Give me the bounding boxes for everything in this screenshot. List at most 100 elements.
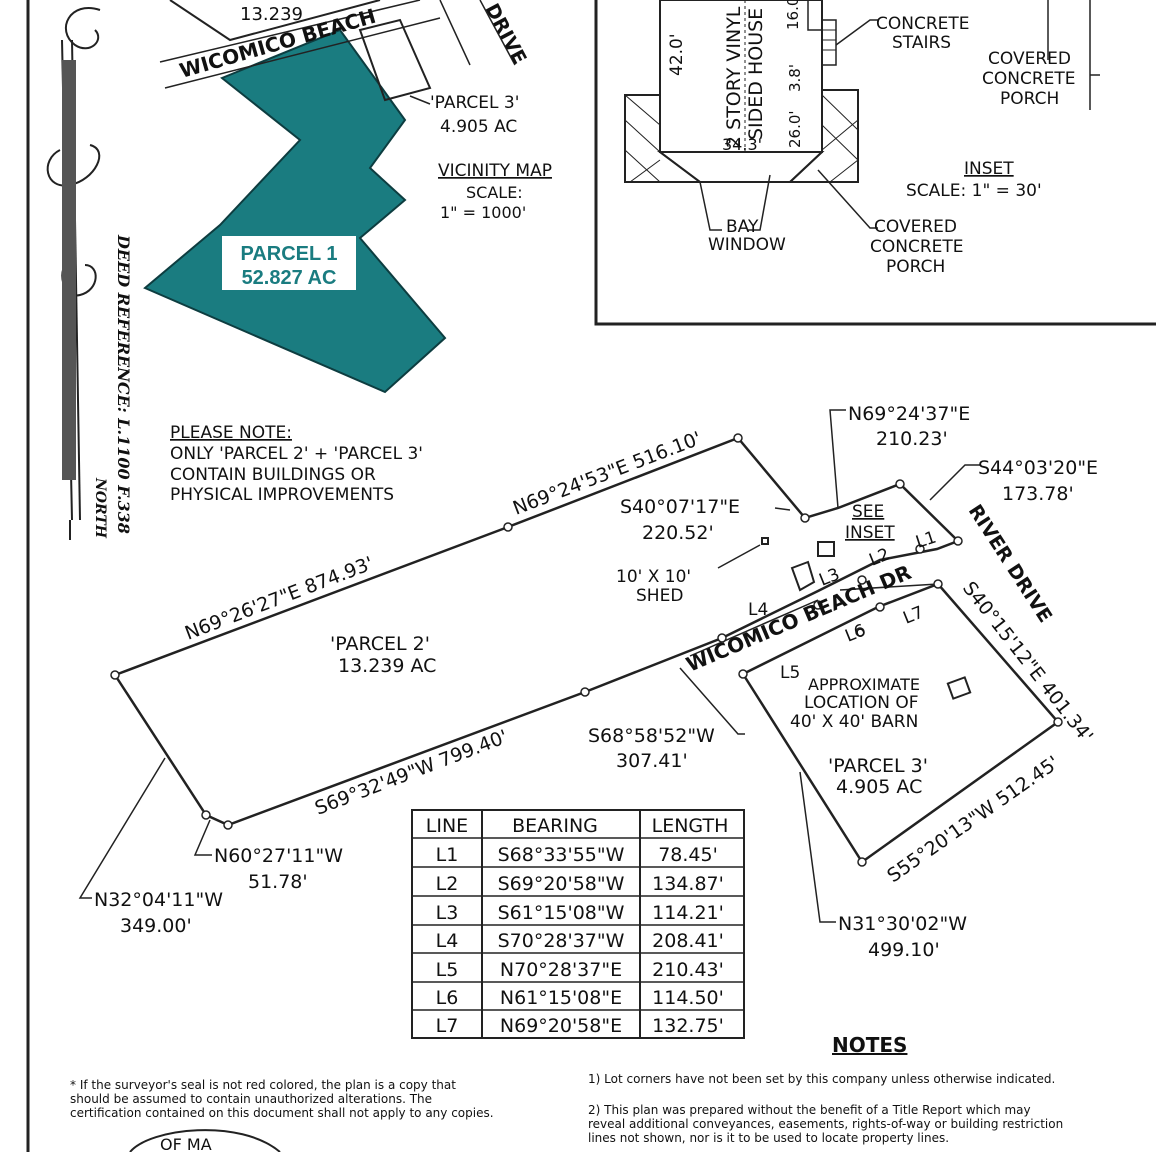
bearing-s400717: S40°07'17"E: [620, 496, 740, 518]
please-note-title: PLEASE NOTE:: [170, 423, 292, 443]
table-row-3-bearing: S61°15'08"W: [498, 902, 625, 924]
barn-label-3: 40' X 40' BARN: [790, 712, 918, 732]
notes-item-1: 1) Lot corners have not been set by this…: [588, 1072, 1055, 1086]
bottom-porch-3: PORCH: [886, 257, 945, 277]
bottom-porch-2: CONCRETE: [870, 237, 964, 257]
notes-section: NOTES 1) Lot corners have not been set b…: [588, 1033, 1063, 1145]
table-row-5-line: L5: [436, 959, 459, 981]
line-table: LINE BEARING LENGTH L1 S68°33'55"W 78.45…: [411, 809, 745, 1039]
inset-border: [594, 0, 1156, 326]
parcel1-label-box: [222, 236, 356, 290]
house-label-line2: SIDED HOUSE: [745, 8, 767, 140]
river-drive-label-vicinity: DRIVE: [481, 0, 531, 68]
dist-30741: 307.41': [616, 750, 688, 772]
structures: [761, 537, 972, 700]
bearing-s693249: S69°32'49"W 799.40': [312, 726, 511, 820]
dist-22052: 220.52': [642, 522, 714, 544]
seal-note-line2: should be assumed to contain unauthorize…: [70, 1092, 432, 1106]
deed-reference-text: DEED REFERENCE: L.1100 F.338: [114, 234, 133, 534]
parcel2-partial-area: 13.239: [240, 4, 303, 25]
main-plat: [113, 436, 1060, 864]
please-note-line2: CONTAIN BUILDINGS OR: [170, 465, 376, 485]
dist-5178: 51.78': [248, 871, 308, 893]
stairs-label-2: STAIRS: [892, 33, 951, 53]
wicomico-road-vicinity: [159, 0, 441, 89]
line-label-l3: L3: [816, 564, 842, 590]
table-header-bearing: BEARING: [512, 815, 598, 837]
parcel2-boundary: [113, 436, 961, 827]
bearing-n320411: N32°04'11"W: [94, 889, 223, 911]
bay-window-right: [787, 89, 859, 183]
dist-21023: 210.23': [876, 428, 948, 450]
dim-26: 26.0': [786, 110, 804, 148]
notes-item-2b: reveal additional conveyances, easements…: [588, 1117, 1063, 1131]
line-label-l4: L4: [748, 600, 768, 620]
vicinity-map: 13.239 WICOMICO BEACH DRIVE 'PARCEL 3' 4…: [143, 0, 552, 394]
bottom-porch-1: COVERED: [874, 217, 957, 237]
table-row-2-line: L2: [436, 873, 459, 895]
leader-lines: [78, 409, 980, 923]
house-symbol: [817, 541, 835, 557]
please-note: PLEASE NOTE: ONLY 'PARCEL 2' + 'PARCEL 3…: [170, 423, 423, 505]
table-row-6-bearing: N61°15'08"E: [500, 987, 622, 1009]
table-row-7-line: L7: [436, 1015, 459, 1037]
porch-front: [657, 151, 825, 183]
bay-window-left: [624, 94, 703, 183]
inset-detail: 2 STORY VINYL SIDED HOUSE 42.0' 16.0 3.8…: [594, 0, 1156, 326]
table-row-5-bearing: N70°28'37"E: [500, 959, 622, 981]
seal-note-line3: certification contained on this document…: [70, 1106, 494, 1120]
table-row-6-length: 114.50': [652, 987, 724, 1009]
parcel2-area: 13.239 AC: [338, 655, 436, 677]
parcel3-area-vicinity: 4.905 AC: [440, 117, 517, 137]
bearing-n602711: N60°27'11"W: [214, 845, 343, 867]
house-label-line1: 2 STORY VINYL: [723, 6, 745, 148]
top-porch-2: CONCRETE: [982, 69, 1076, 89]
table-row-4-line: L4: [436, 930, 459, 952]
parcel3-name: 'PARCEL 3': [828, 755, 928, 777]
table-row-1-length: 78.45': [658, 844, 718, 866]
bearing-n692627: N69°26'27"E 874.93': [182, 552, 377, 644]
deed-reference: DEED REFERENCE: L.1100 F.338: [114, 234, 133, 534]
north-text: NORTH: [92, 477, 108, 539]
seal-text: OF MA: [160, 1135, 212, 1152]
seal-note: * If the surveyor's seal is not red colo…: [70, 1078, 494, 1152]
road-edge: [689, 583, 939, 657]
parcel1-area: 52.827 AC: [242, 267, 337, 289]
table-row-1-bearing: S68°33'55"W: [498, 844, 625, 866]
top-porch-3: PORCH: [1000, 89, 1059, 109]
notes-item-2c: lines not shown, nor is it to be used to…: [588, 1131, 949, 1145]
see-label: SEE: [852, 502, 884, 522]
table-header-length: LENGTH: [652, 815, 729, 837]
vicinity-map-title: VICINITY MAP: [438, 161, 552, 181]
table-row-5-length: 210.43': [652, 959, 724, 981]
line-label-l6: L6: [842, 620, 868, 646]
inset-title: INSET: [964, 159, 1014, 179]
please-note-line1: ONLY 'PARCEL 2' + 'PARCEL 3': [170, 444, 423, 464]
barn-label-2: LOCATION OF: [804, 693, 918, 713]
table-row-4-bearing: S70°28'37"W: [498, 930, 625, 952]
please-note-line3: PHYSICAL IMPROVEMENTS: [170, 485, 394, 505]
dim-38: 3.8': [786, 64, 804, 92]
dim-42: 42.0': [667, 33, 687, 76]
table-row-2-bearing: S69°20'58"W: [498, 873, 625, 895]
scroll-shading: [62, 60, 76, 480]
bay-window-label-2: WINDOW: [708, 235, 786, 255]
vicinity-scale-value: 1" = 1000': [440, 203, 526, 222]
dist-34900: 349.00': [120, 915, 192, 937]
table-row-3-line: L3: [436, 902, 459, 924]
vicinity-scale-label: SCALE:: [466, 183, 523, 202]
parcel1-shape: [143, 28, 447, 394]
parcel2-outline-vicinity: [169, 0, 381, 42]
bearing-s440320: S44°03'20"E: [978, 457, 1098, 479]
parcel3-boundary: [741, 582, 1060, 864]
top-porch-1: COVERED: [988, 49, 1071, 69]
house-symbol-2: [790, 560, 816, 592]
bearing-s685852: S68°58'52"W: [588, 725, 715, 747]
notes-title: NOTES: [832, 1033, 907, 1057]
table-row-7-length: 132.75': [652, 1015, 724, 1037]
concrete-stairs-shape: [821, 19, 837, 66]
shed-label-2: SHED: [636, 586, 683, 606]
bay-window-label-1: BAY: [726, 217, 759, 237]
parcel3-area: 4.905 AC: [836, 776, 922, 798]
